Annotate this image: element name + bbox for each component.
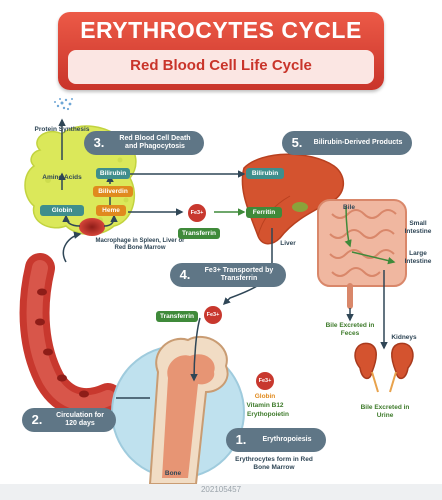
macrophage-label: Macrophage in Spleen, Liver or Red Bone … bbox=[95, 238, 185, 251]
bile-urine-label: Bile Excreted in Urine bbox=[360, 404, 410, 419]
transferrin-tag-top: Transferrin bbox=[178, 228, 220, 239]
liver-label: Liver bbox=[280, 240, 296, 247]
fe3-ion-mid-icon bbox=[204, 306, 222, 324]
step-5-number: 5. bbox=[291, 135, 303, 150]
title-banner: ERYTHROCYTES CYCLE Red Blood Cell Life C… bbox=[58, 12, 384, 90]
bile-label: Bile bbox=[343, 204, 355, 211]
large-intestine-label: Large Intestine bbox=[404, 250, 432, 265]
intestines-organ bbox=[317, 199, 407, 309]
step-5-label: Bilirubin-Derived Products bbox=[313, 139, 403, 146]
step-4-label: Fe3+ Transported by Transferrin bbox=[204, 267, 274, 282]
transferrin-tag-mid: Transferrin bbox=[156, 311, 198, 322]
heme-tag: Heme bbox=[96, 205, 126, 216]
step-3-box: 3. Red Blood Cell Death and Phagocytosis bbox=[84, 131, 204, 155]
amino-acids-label: Amino Acids bbox=[42, 174, 82, 181]
step-1-number: 1. bbox=[235, 432, 247, 447]
vitamin-b12-label: Vitamin B12 bbox=[246, 402, 284, 409]
bilirubin-tag-liver: Bilirubin bbox=[246, 168, 284, 179]
bone-shape bbox=[148, 335, 229, 485]
vessel-rbcs bbox=[35, 288, 89, 398]
step-2-number: 2. bbox=[31, 412, 43, 427]
fe3-ion-icon bbox=[188, 204, 206, 222]
step-3-label: Red Blood Cell Death and Phagocytosis bbox=[119, 135, 191, 150]
step-4-number: 4. bbox=[179, 267, 191, 282]
small-intestine-label: Small Intestine bbox=[404, 220, 432, 235]
biliverdin-tag: Biliverdin bbox=[93, 186, 133, 197]
page-subtitle: Red Blood Cell Life Cycle bbox=[130, 57, 312, 74]
bone-label: Bone bbox=[164, 470, 182, 477]
fe3-ion-bone-label: Fe3+ bbox=[258, 378, 272, 384]
globin-tag: Globin bbox=[40, 205, 84, 216]
page-title: ERYTHROCYTES CYCLE bbox=[80, 17, 362, 43]
step-4-box: 4. Fe3+ Transported by Transferrin bbox=[170, 263, 286, 287]
erythropoietin-label: Erythopoietin bbox=[247, 411, 289, 418]
footer-strip bbox=[0, 484, 442, 500]
protein-synthesis-label: Protein Synthesis bbox=[34, 126, 90, 133]
step-1-label: Erythropoiesis bbox=[262, 436, 312, 443]
stock-id: 202105457 bbox=[200, 485, 242, 494]
bone-globin-label: Globin bbox=[254, 393, 276, 400]
fe3-ion-mid-label: Fe3+ bbox=[206, 312, 220, 318]
fe3-ion-bone-icon bbox=[256, 372, 274, 390]
erythrocytes-form-label: Erythrocytes form in Red Bone Marrow bbox=[235, 456, 313, 471]
ferritin-tag: Ferritin bbox=[246, 207, 282, 218]
step-2-box: 2. Circulation for 120 days bbox=[22, 408, 116, 432]
subtitle-plate bbox=[68, 50, 374, 84]
kidneys-organ bbox=[354, 342, 414, 393]
rbc-in-macrophage-icon bbox=[79, 218, 105, 236]
protein-dots bbox=[54, 98, 73, 111]
step-1-box: 1. Erythropoiesis bbox=[226, 428, 326, 452]
step-5-box: 5. Bilirubin-Derived Products bbox=[282, 131, 412, 155]
kidneys-label: Kidneys bbox=[391, 334, 417, 341]
step-3-number: 3. bbox=[93, 135, 105, 150]
step-2-label: Circulation for 120 days bbox=[56, 412, 104, 427]
fe3-ion-label: Fe3+ bbox=[190, 210, 204, 216]
bilirubin-tag-left: Bilirubin bbox=[96, 168, 130, 179]
bile-feces-label: Bile Excreted in Feces bbox=[325, 322, 375, 337]
